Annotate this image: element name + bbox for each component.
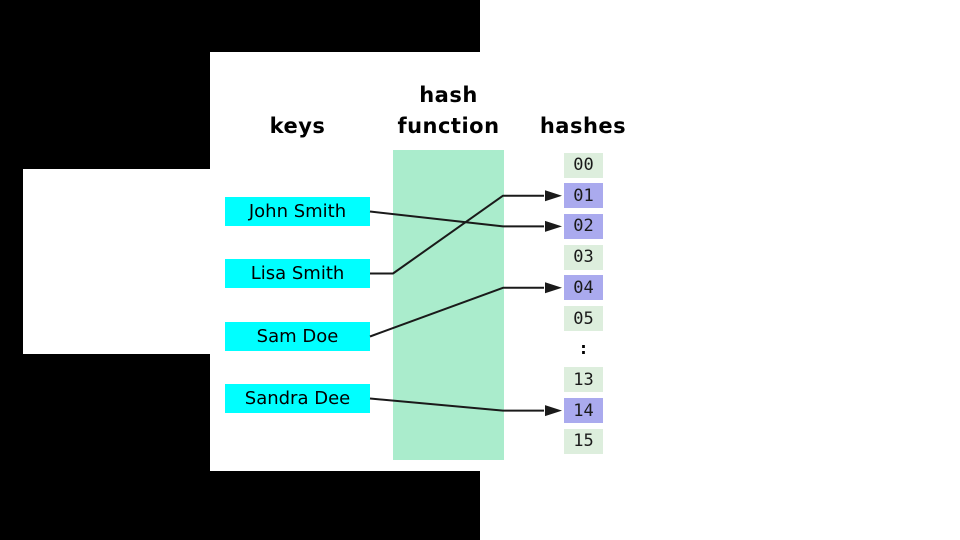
keys-column-header: keys <box>269 114 326 138</box>
arrowhead-icon <box>545 405 562 417</box>
hash-cell: 04 <box>564 275 603 301</box>
key-box: John Smith <box>225 197 370 226</box>
hash-cell: 05 <box>564 306 603 331</box>
hash-cell: 14 <box>564 398 603 424</box>
hash-cell: 03 <box>564 244 603 270</box>
hash-cell: 13 <box>564 367 603 393</box>
arrowhead-icon <box>545 220 562 232</box>
arrowhead-icon <box>545 282 562 294</box>
arrowhead-icon <box>545 190 562 202</box>
hash-cell: 15 <box>564 428 603 454</box>
hash-cell: 00 <box>564 152 603 178</box>
hash-cell: 01 <box>564 183 603 209</box>
hash-function-header: hash function <box>397 83 500 138</box>
hash-function-band <box>393 150 504 460</box>
key-box: Sandra Dee <box>225 384 370 413</box>
key-box: Lisa Smith <box>225 259 370 288</box>
hash-column-ellipsis: : <box>578 339 589 360</box>
white-panel-left <box>23 169 210 354</box>
hash-cell: 02 <box>564 213 603 239</box>
hashes-column-header: hashes <box>539 114 627 138</box>
key-box: Sam Doe <box>225 322 370 351</box>
